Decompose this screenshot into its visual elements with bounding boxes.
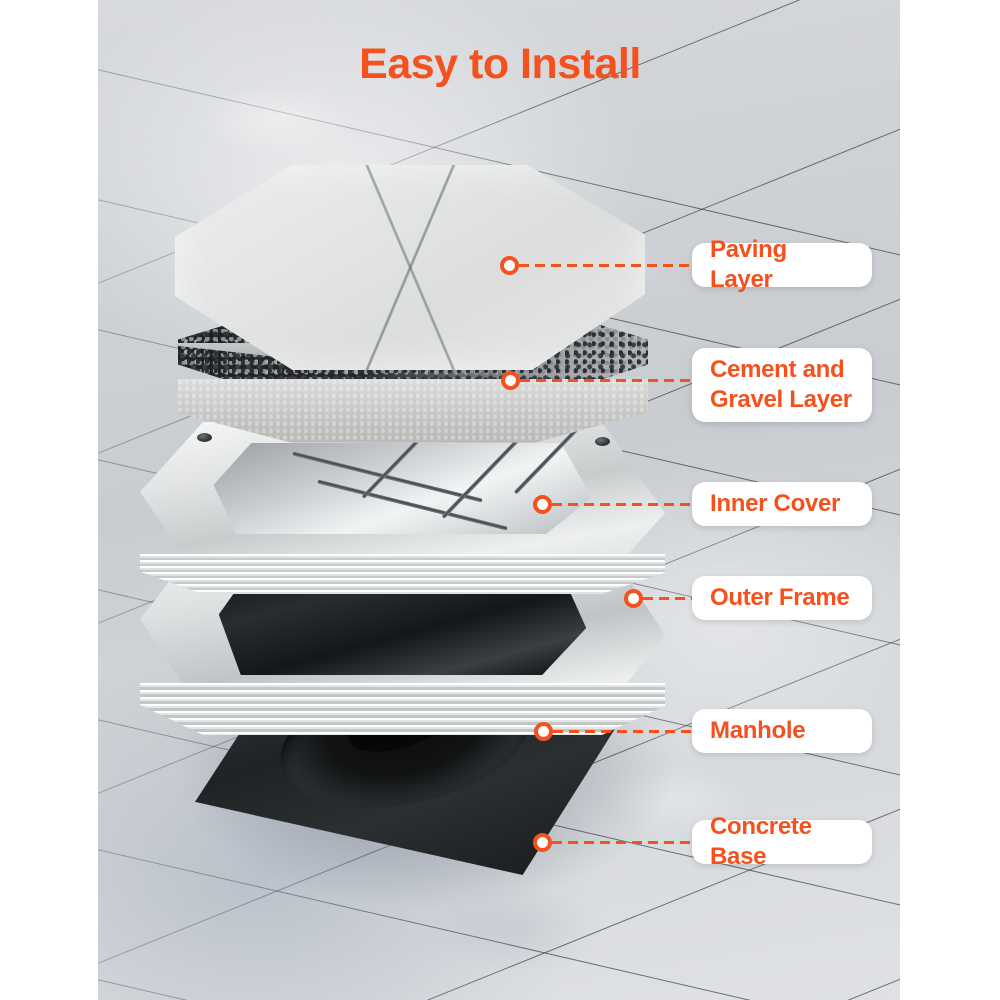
callout-pill-cement[interactable]: Cement and Gravel Layer bbox=[692, 348, 872, 422]
callout-label: Manhole bbox=[710, 717, 806, 744]
callout-marker-icon bbox=[533, 495, 552, 514]
callout-marker-icon bbox=[534, 722, 553, 741]
callout-leader-line bbox=[553, 730, 694, 733]
callout-label: Concrete Base bbox=[710, 813, 812, 870]
page-title: Easy to Install bbox=[359, 40, 641, 88]
callout-label: Outer Frame bbox=[710, 584, 850, 611]
callout-marker-icon bbox=[624, 589, 643, 608]
callout-pill-manhole[interactable]: Manhole bbox=[692, 709, 872, 753]
callout-marker-icon bbox=[501, 371, 520, 390]
callout-leader-line bbox=[643, 597, 694, 600]
callout-pill-paving[interactable]: Paving Layer bbox=[692, 236, 872, 293]
callout-leader-line bbox=[520, 379, 694, 382]
callout-leader-line bbox=[552, 503, 694, 506]
callout-pill-inner-cover[interactable]: Inner Cover bbox=[692, 482, 872, 526]
callout-marker-icon bbox=[500, 256, 519, 275]
callout-label: Inner Cover bbox=[710, 490, 841, 517]
callout-marker-icon bbox=[533, 833, 552, 852]
callout-leader-line bbox=[552, 841, 694, 844]
callout-label: Paving Layer bbox=[710, 236, 787, 293]
callout-pill-outer-frame[interactable]: Outer Frame bbox=[692, 576, 872, 620]
callout-pill-concrete-base[interactable]: Concrete Base bbox=[692, 813, 872, 870]
callout-label: Cement and Gravel Layer bbox=[710, 356, 852, 413]
callout-leader-line bbox=[519, 264, 694, 267]
